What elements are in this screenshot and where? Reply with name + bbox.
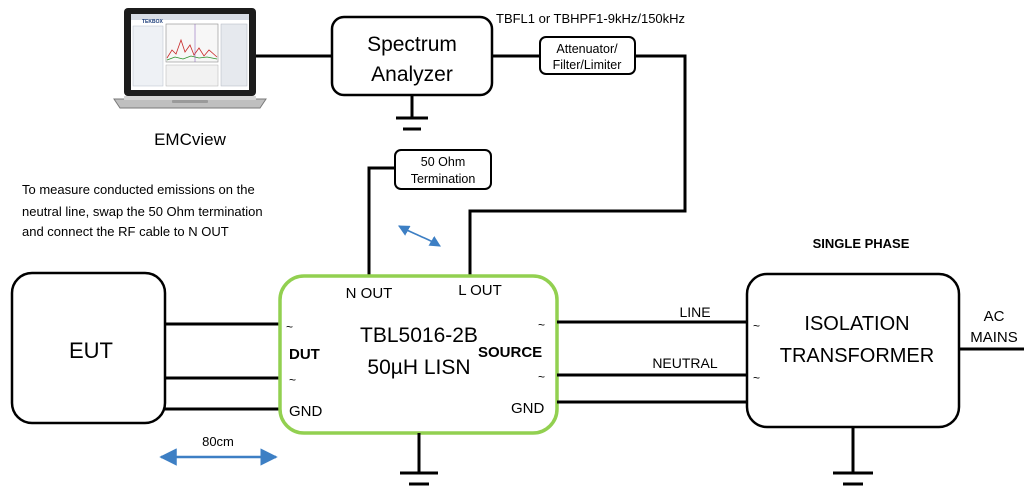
screen-side-panel — [132, 25, 164, 87]
screen-trace-red — [166, 38, 218, 59]
eut-label: EUT — [69, 338, 113, 363]
laptop-caption: EMCview — [154, 130, 227, 149]
screen-plot — [165, 23, 219, 63]
screen-right-panel — [220, 23, 248, 87]
lisn-tilde-source-line: ~ — [538, 318, 545, 332]
lisn-source-label: SOURCE — [478, 344, 542, 361]
laptop-hinge — [124, 96, 256, 100]
lisn-gnd-left-label: GND — [289, 403, 323, 420]
lisn-ground-symbol — [400, 433, 438, 486]
lisn-n-out-label: N OUT — [346, 285, 393, 302]
isolation-transformer-label-line2: TRANSFORMER — [780, 345, 934, 367]
lisn-tilde-source-neutral: ~ — [538, 370, 545, 384]
lisn-model-label: TBL5016-2B — [360, 324, 478, 347]
ac-mains-label-line1: AC — [984, 308, 1005, 325]
transformer-tilde-neutral: ~ — [753, 371, 760, 385]
lisn-dut-label: DUT — [289, 346, 320, 363]
transformer-ground-symbol — [833, 427, 873, 486]
lisn-tilde-dut-line: ~ — [286, 320, 293, 334]
wire-line-label: LINE — [679, 304, 710, 320]
filter-model-label: TBFL1 or TBHPF1-9kHz/150kHz — [496, 11, 685, 26]
screen-titlebar — [131, 14, 249, 20]
eut-box — [10, 271, 167, 425]
swap-arrow — [398, 225, 441, 247]
isolation-transformer-label-line1: ISOLATION — [804, 313, 909, 335]
ac-mains-label-line2: MAINS — [970, 329, 1018, 346]
laptop: TEKBOX — [113, 8, 267, 109]
lisn-gnd-right-label: GND — [511, 400, 545, 417]
spectrum-analyzer-label-line1: Spectrum — [367, 33, 457, 56]
termination-label-line2: Termination — [411, 172, 476, 186]
termination-label-line1: 50 Ohm — [421, 155, 465, 169]
distance-label: 80cm — [202, 434, 234, 449]
lisn-l-out-label: L OUT — [458, 282, 502, 299]
lisn-tilde-dut-neutral: ~ — [289, 373, 296, 387]
note-line3: and connect the RF cable to N OUT — [22, 224, 229, 239]
transformer-tilde-line: ~ — [753, 319, 760, 333]
rf-cable-to-l-out — [468, 54, 687, 278]
screen-logo: TEKBOX — [142, 19, 164, 25]
termination-cable-to-n-out — [367, 166, 395, 278]
note-line1: To measure conducted emissions on the — [22, 182, 255, 197]
attenuator-label-line2: Filter/Limiter — [553, 58, 622, 72]
screen-table — [165, 64, 219, 87]
wire-neutral-label: NEUTRAL — [652, 355, 718, 371]
laptop-touchpad — [172, 100, 208, 103]
single-phase-heading: SINGLE PHASE — [813, 236, 910, 251]
lisn-type-label: 50µH LISN — [367, 356, 470, 379]
note-line2: neutral line, swap the 50 Ohm terminatio… — [22, 204, 263, 219]
spectrum-analyzer-label-line2: Analyzer — [371, 63, 453, 86]
attenuator-label-line1: Attenuator/ — [556, 42, 618, 56]
analyzer-ground-symbol — [396, 95, 428, 131]
screen-trace-green — [166, 55, 218, 61]
